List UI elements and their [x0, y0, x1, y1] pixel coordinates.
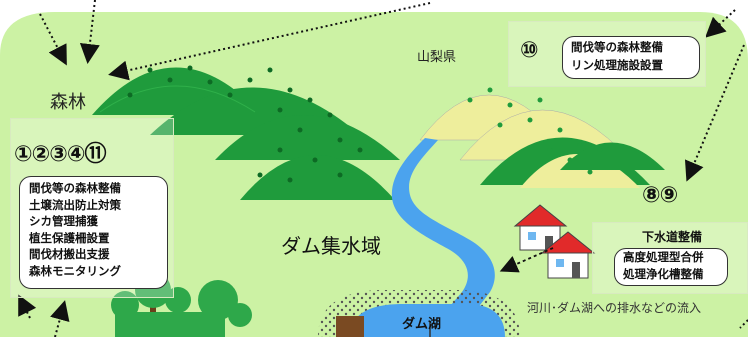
top-measure-item: リン処理施設設置	[571, 58, 663, 72]
catchment-label: ダム集水域	[281, 234, 381, 258]
sewer-measures-box: 高度処理型合併 処理浄化槽整備	[614, 248, 728, 286]
dam-icon	[336, 316, 364, 337]
tree-icon	[111, 272, 252, 337]
forest-label: 森林	[50, 92, 86, 113]
mountain-icon	[92, 67, 400, 200]
mountain-icon	[419, 94, 665, 188]
forest-measure-item: シカ管理捕獲	[29, 214, 98, 228]
sewer-measure-numbers: ⑧⑨	[642, 183, 678, 208]
forest-measure-item: 植生保護柵設置	[29, 230, 110, 245]
inflow-label: 河川･ダム湖への排水などの流入	[527, 301, 702, 315]
house-icon	[540, 231, 596, 279]
sewer-measure-item: 高度処理型合併	[623, 250, 704, 264]
sewer-measure-item: 処理浄化槽整備	[623, 267, 704, 281]
forest-measure-item: 間伐等の森林整備	[29, 181, 121, 195]
mountain-dots-yellow	[467, 87, 603, 175]
dam-lake-water	[350, 304, 505, 337]
forest-measure-item: 土壌流出防止対策	[29, 197, 121, 212]
top-measures-box: 間伐等の森林整備 リン処理施設設置	[562, 36, 700, 79]
mountain-dots	[127, 65, 363, 183]
top-measure-number: ⑩	[520, 38, 539, 63]
dam-lake-label: ダム湖	[402, 317, 442, 332]
river-icon	[391, 138, 495, 318]
arrow-icon	[18, 0, 748, 337]
top-measure-item: 間伐等の森林整備	[571, 40, 663, 54]
prefecture-label: 山梨県	[417, 50, 457, 65]
house-icon	[513, 204, 568, 251]
sewer-title: 下水道整備	[642, 230, 703, 244]
forest-measure-item: 間伐材搬出支援	[29, 247, 110, 261]
forest-measure-numbers: ①②③④⑪	[14, 142, 107, 167]
forest-measures-box: 間伐等の森林整備 土壌流出防止対策 シカ管理捕獲 植生保護柵設置 間伐材搬出支援…	[19, 176, 168, 289]
forest-measure-item: 森林モニタリング	[29, 263, 121, 278]
